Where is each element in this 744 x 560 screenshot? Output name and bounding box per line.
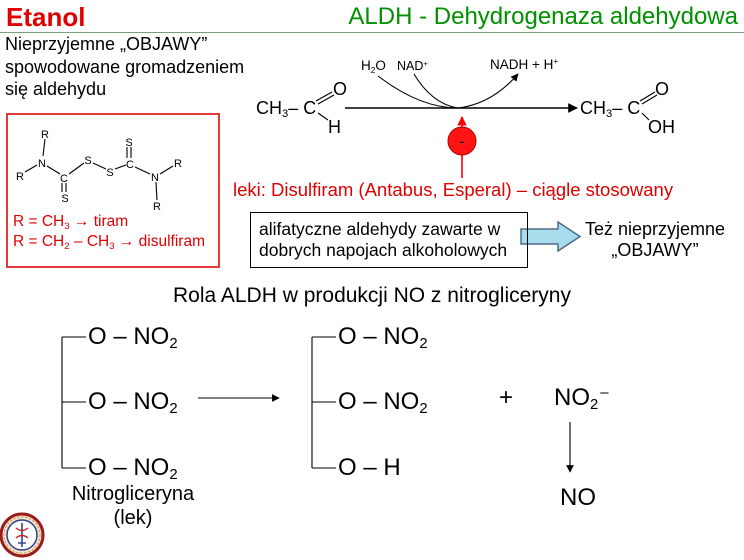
atom-label: N xyxy=(151,172,159,184)
intro-text: Nieprzyjemne „OBJAWY” spowodowane gromad… xyxy=(5,33,244,101)
header-divider xyxy=(0,32,744,33)
bond-line xyxy=(155,181,158,201)
inhibitor-circle xyxy=(447,126,477,156)
substrate-double-bond xyxy=(315,91,333,102)
product-double-bond xyxy=(641,94,658,105)
tiram-definition: R = CH3 → tiram xyxy=(13,213,129,232)
nitroglycerin-name: Nitrogliceryna xyxy=(71,483,195,505)
slide-title: Etanol xyxy=(6,2,86,32)
nadh-curve-arrow xyxy=(457,73,519,109)
atom-label: S xyxy=(61,193,68,205)
nitroglycerin-note: (lek) xyxy=(113,507,153,529)
atom-label: C xyxy=(126,159,134,171)
university-seal-logo xyxy=(0,512,45,558)
nitroglycerin-skeleton xyxy=(61,336,86,469)
nitrite-formula: NO2– xyxy=(554,384,609,414)
nitro-group: O – NO2 xyxy=(88,323,178,353)
disulfiram-structure: R R N C S S S S C N R R xyxy=(16,129,182,213)
atom-label: R xyxy=(16,171,24,183)
atom-label: R xyxy=(153,201,161,213)
substrate-oxygen: O xyxy=(333,79,348,99)
product-formula: CH3– C xyxy=(580,98,641,121)
drugs-note: leki: Disulfiram (Antabus, Esperal) – ci… xyxy=(233,179,674,200)
product-single-bond xyxy=(641,112,650,121)
nitric-oxide: NO xyxy=(560,484,596,511)
consequence-text: Też nieprzyjemne „OBJAWY” xyxy=(572,219,738,261)
product-oxygen: O xyxy=(655,79,670,99)
bond-line xyxy=(46,165,61,175)
bond-line xyxy=(24,164,38,173)
aldehydes-box: alifatyczne aldehydy zawarte w dobrych n… xyxy=(250,212,528,268)
bond-line xyxy=(42,138,46,157)
bond-line xyxy=(92,162,107,170)
nad-curve xyxy=(413,73,459,109)
intro-line: się aldehydu xyxy=(5,79,107,99)
plus-sign: + xyxy=(499,384,514,411)
inhibitor-sign: - xyxy=(459,132,465,151)
aldehydes-line: alifatyczne aldehydy zawarte w xyxy=(259,219,501,239)
atom-label: S xyxy=(84,155,91,167)
product-double-bond xyxy=(639,91,656,102)
substrate-double-bond xyxy=(317,94,335,105)
substrate-formula: CH3– C xyxy=(256,98,317,121)
section-heading: Rola ALDH w produkcji NO z nitrogliceryn… xyxy=(173,284,571,307)
hydroxyl-group: O – H xyxy=(338,454,401,481)
bond-line xyxy=(159,165,174,175)
nitro-group: O – NO2 xyxy=(88,388,178,418)
aldehydes-line: dobrych napojach alkoholowych xyxy=(259,240,508,260)
water-curve xyxy=(377,75,459,109)
intro-line: spowodowane gromadzeniem xyxy=(5,56,245,77)
nitro-group: O – NO2 xyxy=(338,323,428,353)
atom-label: R xyxy=(174,158,182,170)
dinitrate-skeleton xyxy=(311,336,336,469)
consequence-line: „OBJAWY” xyxy=(611,240,699,260)
nadh-label: NADH + H+ xyxy=(490,56,559,72)
product-hydroxyl: OH xyxy=(648,117,675,137)
atom-label: C xyxy=(60,173,68,185)
bond-line xyxy=(68,162,85,175)
atom-label: R xyxy=(41,129,49,141)
consequence-line: Też nieprzyjemne xyxy=(584,219,726,239)
atom-label: N xyxy=(38,158,46,170)
atom-label: S xyxy=(125,137,132,149)
disulfiram-box xyxy=(6,113,220,268)
bond-line xyxy=(114,164,127,170)
substrate-single-bond xyxy=(317,112,329,121)
nad-label: NAD+ xyxy=(397,58,428,73)
slide-subtitle: ALDH - Dehydrogenaza aldehydowa xyxy=(348,3,738,30)
intro-line: Nieprzyjemne „OBJAWY” xyxy=(5,34,208,54)
nitro-group: O – NO2 xyxy=(338,388,428,418)
substrate-hydrogen: H xyxy=(328,117,341,137)
nitro-group: O – NO2 xyxy=(88,454,178,484)
atom-label: S xyxy=(106,167,113,179)
disulfiram-definition: R = CH2 – CH3 → disulfiram xyxy=(13,233,205,252)
bond-line xyxy=(134,166,151,175)
water-label: H2O xyxy=(361,58,386,75)
